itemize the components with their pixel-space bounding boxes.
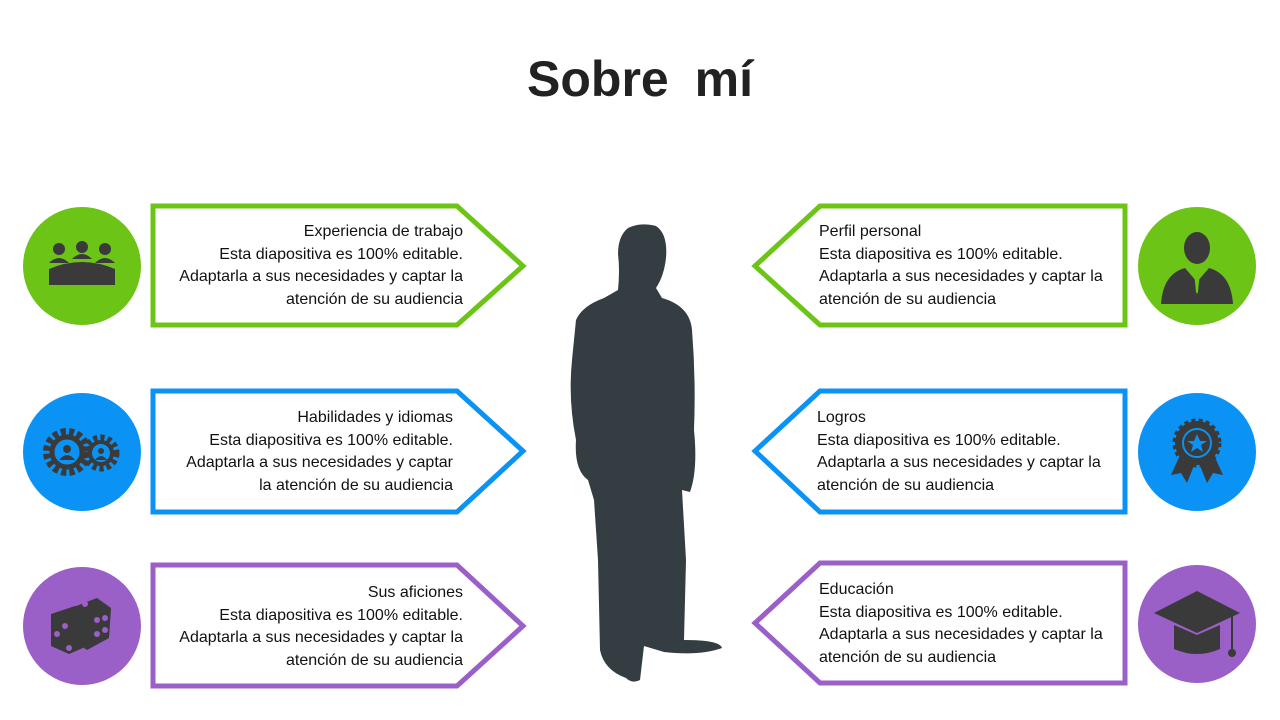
card-line: Adaptarla a sus necesidades y captar la bbox=[819, 626, 1103, 643]
card-line: Adaptarla a sus necesidades y captar bbox=[186, 454, 453, 471]
card-border-profile bbox=[751, 203, 1128, 328]
card-hobbies: Sus aficiones Esta diapositiva es 100% e… bbox=[153, 582, 463, 672]
gears-people-icon bbox=[43, 428, 120, 476]
graduation-cap-icon-circle bbox=[1138, 565, 1256, 683]
person-silhouette bbox=[570, 224, 722, 682]
card-line: Esta diapositiva es 100% editable. bbox=[209, 431, 453, 449]
card-line: Esta diapositiva es 100% editable. bbox=[819, 603, 1063, 621]
card-line: atención de su audiencia bbox=[285, 651, 463, 669]
page-title: Sobre mí bbox=[527, 51, 753, 107]
card-line: Adaptarla a sus necesidades y captar la bbox=[179, 629, 463, 646]
card-line: la atención de su audiencia bbox=[259, 476, 453, 494]
card-profile: Perfil personal Esta diapositiva es 100%… bbox=[819, 221, 1129, 311]
card-heading: Experiencia de trabajo bbox=[303, 223, 463, 240]
card-line: Adaptarla a sus necesidades y captar la bbox=[817, 454, 1101, 471]
card-line: Esta diapositiva es 100% editable. bbox=[817, 431, 1061, 449]
card-heading: Perfil personal bbox=[819, 223, 922, 240]
card-line: Esta diapositiva es 100% editable. bbox=[219, 245, 463, 263]
card-line: Adaptarla a sus necesidades y captar la bbox=[819, 268, 1103, 285]
businessman-icon bbox=[1161, 232, 1233, 304]
card-line: atención de su audiencia bbox=[819, 290, 997, 308]
card-line: Adaptarla a sus necesidades y captar la bbox=[179, 268, 463, 285]
gears-people-icon-circle bbox=[23, 393, 141, 511]
card-line: atención de su audiencia bbox=[285, 290, 463, 308]
card-experience: Experiencia de trabajo Esta diapositiva … bbox=[153, 221, 463, 311]
meeting-icon-circle bbox=[23, 207, 141, 325]
meeting-icon bbox=[49, 241, 115, 285]
card-border-experience bbox=[150, 203, 527, 328]
businessman-icon-circle bbox=[1138, 207, 1256, 325]
graduation-cap-icon bbox=[1154, 591, 1240, 657]
card-heading: Logros bbox=[817, 409, 866, 426]
card-border-education bbox=[751, 560, 1128, 686]
award-badge-icon-circle bbox=[1138, 393, 1256, 511]
card-line: atención de su audiencia bbox=[819, 648, 997, 666]
card-skills: Habilidades y idiomas Esta diapositiva e… bbox=[143, 407, 453, 497]
award-badge-icon bbox=[1171, 418, 1223, 483]
card-achievements: Logros Esta diapositiva es 100% editable… bbox=[817, 407, 1127, 497]
dice-icon bbox=[51, 598, 111, 654]
card-line: Esta diapositiva es 100% editable. bbox=[819, 245, 1063, 263]
card-heading: Habilidades y idiomas bbox=[297, 409, 453, 426]
card-border-hobbies bbox=[150, 562, 527, 689]
card-heading: Sus aficiones bbox=[367, 584, 463, 601]
card-line: Esta diapositiva es 100% editable. bbox=[219, 606, 463, 624]
dice-icon-circle bbox=[23, 567, 141, 685]
card-line: atención de su audiencia bbox=[817, 476, 995, 494]
card-heading: Educación bbox=[819, 581, 894, 598]
card-education: Educación Esta diapositiva es 100% edita… bbox=[819, 579, 1129, 669]
card-border-skills bbox=[150, 388, 527, 515]
card-border-achievements bbox=[751, 388, 1128, 515]
